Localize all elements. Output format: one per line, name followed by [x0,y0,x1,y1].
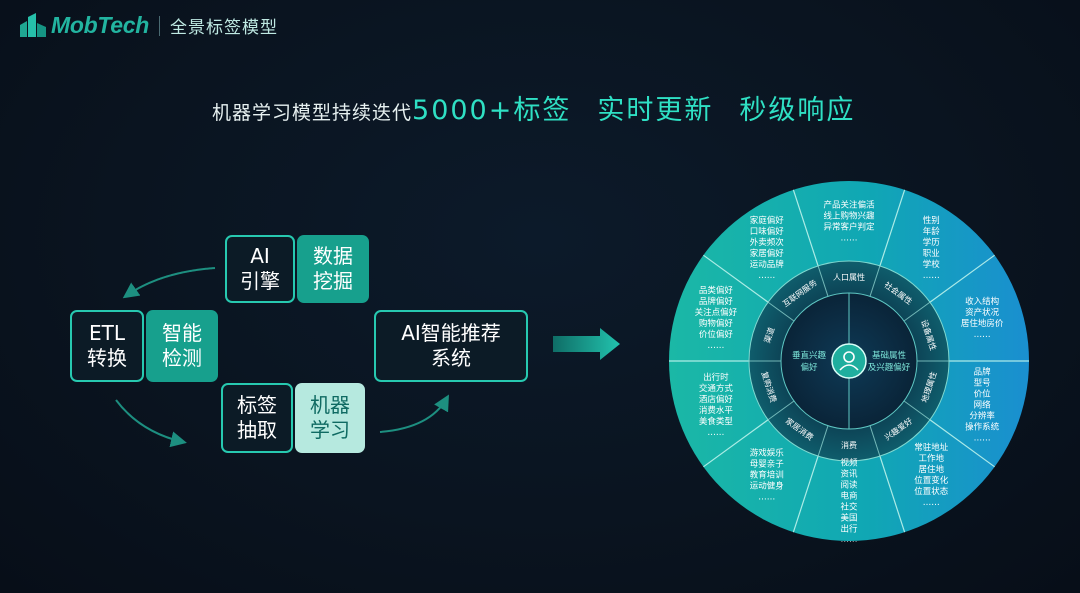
product-title: 全景标签模型 [170,18,278,38]
wheel-center-right: 基础属性及兴趣偏好 [868,350,911,373]
tag-extraction-box: 标签 抽取 [221,383,293,453]
machine-learning-box: 机器 学习 [295,383,365,453]
wheel-divider [929,254,995,303]
wheel-seg-bottom: 游戏娱乐母婴亲子教育培训运动健身…… [750,447,785,502]
wheel-center-left: 垂直兴趣偏好 [792,350,827,373]
ring-divider [767,301,795,322]
wheel-seg-top-right: 性别年龄学历职业学校…… [923,215,941,281]
big-right-arrow [553,328,620,360]
ring-divider [767,400,795,421]
headline: 机器学习模型持续迭代 5000+标签 实时更新 秒级响应 [212,88,855,132]
wheel-divider [703,419,769,468]
recommendation-label: AI智能推荐 系统 [401,321,501,370]
wheel-seg-right-upper: 收入结构资产状况居住地房价…… [961,296,1004,340]
ring-label: 人口属性 [833,272,865,282]
recommendation-box: AI智能推荐 系统 [374,310,528,382]
tag-extraction-label: 标签 抽取 [237,393,277,442]
headline-tags-count: 5000+标签 [412,95,572,126]
wheel-seg-top-left: 家庭偏好口味偏好外卖频次家居偏好运动品牌…… [750,215,785,281]
ring-divider [903,301,931,322]
wheel-divider [703,254,769,303]
data-mining-label: 数据 挖掘 [313,244,353,293]
arrow-learning-to-rec [379,394,449,433]
ring-divider [869,265,881,297]
ring-divider [869,425,881,457]
ring-divider [817,265,829,297]
wheel-seg-bottom-right: 视频资讯阅读电商社交美国出行…… [840,458,858,543]
smart-detection-box: 智能 检测 [146,310,218,382]
wheel-divider [792,455,819,533]
brand-divider [159,15,160,36]
ai-engine-label: AI 引擎 [240,244,280,293]
ring-divider [817,425,829,457]
wheel-seg-right-lower: 常驻地址工作地居住地位置变化位置状态…… [914,442,949,508]
wheel-divider [929,419,995,468]
data-mining-box: 数据 挖掘 [297,235,369,303]
ring-label: 渠道 [762,326,776,344]
tag-wheel: 产品关注偏活线上购物兴趣异常客户判定…… 性别年龄学历职业学校…… 收入结构资产状况… [669,181,1029,543]
ring-label: 消费 [841,440,857,450]
headline-response: 秒级响应 [739,95,856,126]
mobtech-logo-icon [20,12,46,37]
etl-label: ETL 转换 [87,321,127,370]
smart-detection-label: 智能 检测 [162,321,202,370]
wheel-seg-left: 品类偏好品牌偏好关注点偏好购物偏好价位偏好…… [695,285,738,351]
brand-header: MobTech 全景标签模型 [18,12,278,39]
headline-lead: 机器学习模型持续迭代 [212,102,413,124]
wheel-seg-bottom-left: 出行时交通方式酒店偏好消费水平美食类型…… [699,372,734,438]
wheel-seg-top: 产品关注偏活线上购物兴趣异常客户判定…… [823,200,875,244]
wheel-seg-right: 品牌型号价位网络分辨率操作系统…… [965,366,1000,443]
arrow-etl-to-extract [115,399,187,448]
ring-divider [903,400,931,421]
wheel-divider [879,455,906,533]
headline-realtime: 实时更新 [597,95,714,126]
etl-box: ETL 转换 [70,310,144,382]
arrow-engine-to-etl [122,267,216,299]
ai-engine-box: AI 引擎 [225,235,295,303]
brand-name: MobTech [51,12,149,38]
machine-learning-label: 机器 学习 [310,393,350,442]
wheel-divider [792,189,819,267]
wheel-divider [879,189,906,267]
